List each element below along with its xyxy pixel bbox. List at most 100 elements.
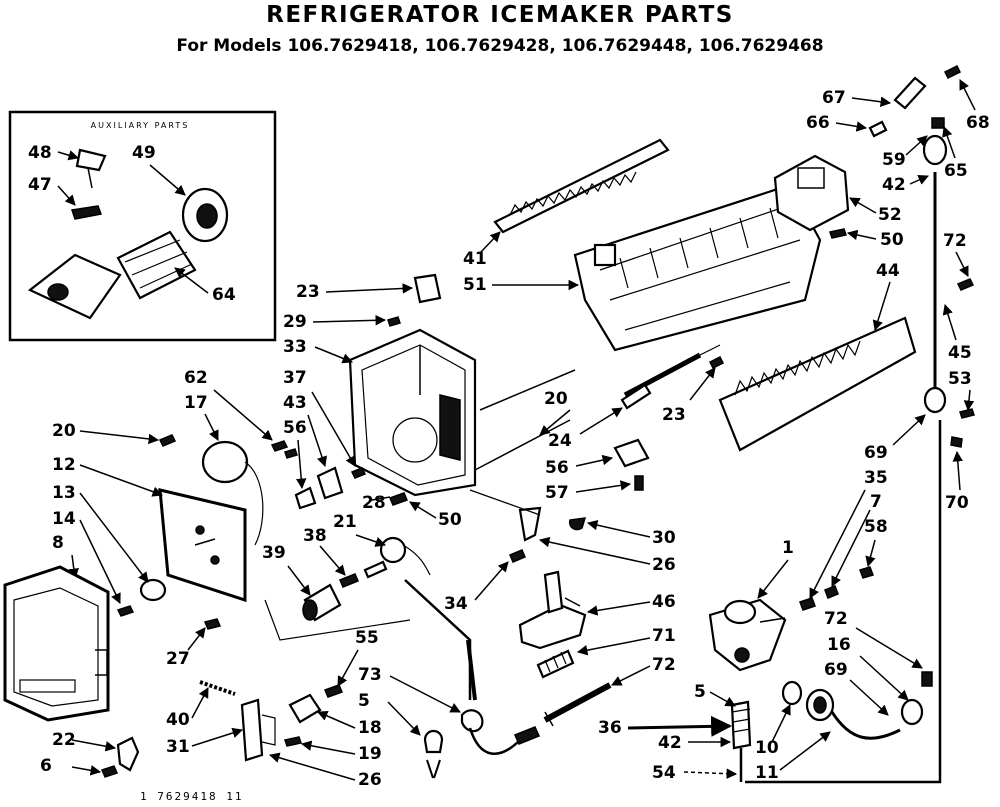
screw-icon [859, 566, 874, 579]
screw-icon [388, 492, 409, 506]
harness-connector-icon [379, 536, 431, 576]
callout-18: 40 [166, 710, 190, 730]
tube-clamp-icon [923, 386, 947, 414]
callout-11: 11 [755, 763, 779, 783]
heater-shield-icon [718, 316, 917, 452]
mounting-plate-icon [158, 488, 247, 603]
icemaker-mold-icon [573, 183, 822, 352]
screw-icon [950, 436, 963, 448]
page-subtitle: For Models 106.7629418, 106.7629428, 106… [176, 36, 824, 56]
callout-73: 6 [40, 756, 52, 776]
screw-icon [100, 765, 119, 778]
callout-31: 18 [358, 718, 382, 738]
screw-icon [921, 671, 933, 687]
harness-plug-icon [423, 729, 444, 779]
screw-icon [829, 228, 847, 239]
switch-icon [288, 693, 322, 724]
callout-33: 33 [283, 337, 307, 357]
callout-21: 39 [262, 543, 286, 563]
callout-58: 58 [864, 517, 888, 537]
auxiliary-box-border [8, 110, 277, 342]
callout-62: 62 [184, 368, 208, 388]
callout-68: 68 [966, 113, 990, 133]
callout-65: 65 [944, 161, 968, 181]
callout-44: 44 [876, 261, 900, 281]
callout-40: 5 [358, 691, 370, 711]
callout-6: 22 [52, 730, 76, 750]
callout-20: 56 [283, 418, 307, 438]
mold-end-housing-icon [773, 154, 850, 232]
screw-icon [387, 316, 401, 327]
callout-34: 34 [444, 594, 468, 614]
thermostat-icon [620, 383, 652, 410]
screw-icon [956, 278, 975, 291]
thermostat-icon [302, 583, 342, 622]
callout-51: 51 [463, 275, 487, 295]
callout-30: 28 [362, 493, 386, 513]
tube-clamp-icon [900, 698, 924, 726]
callout-72: 27 [166, 649, 190, 669]
callout-57: 20 [52, 421, 76, 441]
callout-48: 48 [28, 143, 52, 163]
callout-29: 29 [283, 312, 307, 332]
callout-26: 50 [438, 510, 462, 530]
clip-icon [568, 517, 587, 531]
screw-icon [350, 467, 367, 479]
callout-27: 55 [355, 628, 379, 648]
callout-54: 54 [652, 763, 676, 783]
screw-icon [634, 475, 644, 491]
callout-72: 72 [824, 609, 848, 629]
callout-69: 69 [864, 443, 888, 463]
screw-icon [323, 684, 344, 698]
callout-37: 20 [544, 389, 568, 409]
callout-70: 70 [945, 493, 969, 513]
screw-icon [959, 408, 975, 419]
nut-icon [799, 597, 816, 611]
control-housing-icon [348, 328, 477, 497]
callout-59: 59 [882, 150, 906, 170]
callout-16: 16 [827, 635, 851, 655]
switch-bracket-icon [199, 680, 276, 762]
callout-22: 26 [358, 770, 382, 790]
compression-fitting-icon [730, 700, 752, 782]
fill-tube-fitting-icon [868, 64, 962, 166]
callout-14: 14 [52, 509, 76, 529]
callout-12: 12 [52, 455, 76, 475]
fill-tube-icon [543, 682, 612, 727]
tubing-icon [745, 420, 942, 784]
screw-icon [116, 605, 135, 617]
motor-bracket-icon [518, 570, 587, 650]
screw-icon [509, 549, 526, 563]
callout-8: 8 [52, 533, 64, 553]
callout-35: 35 [864, 468, 888, 488]
callout-24: 37 [283, 368, 307, 388]
callout-41: 41 [463, 249, 487, 269]
motor-icon [201, 440, 264, 546]
callout-42: 42 [658, 733, 682, 753]
wire-harness-icon [460, 709, 541, 755]
callout-36: 36 [598, 718, 622, 738]
callout-10: 10 [755, 738, 779, 758]
callout-23: 43 [283, 393, 307, 413]
callout-55: 73 [358, 665, 382, 685]
callout-67: 67 [822, 88, 846, 108]
callout-56: 23 [662, 405, 686, 425]
lever-icon [518, 506, 542, 542]
callout-47: 47 [28, 175, 52, 195]
end-cap-icon [181, 187, 229, 243]
auxiliary-box-label: AUXILIARY PARTS [91, 121, 190, 130]
callout-46: 46 [652, 592, 676, 612]
screw-icon [824, 585, 839, 599]
screw-icon [203, 618, 222, 630]
ejector-comb-icon [493, 138, 670, 234]
screw-icon [284, 736, 302, 747]
callout-71: 45 [948, 343, 972, 363]
clip-icon [613, 438, 650, 468]
screw-icon [71, 205, 103, 220]
switch-icon [413, 273, 442, 304]
callout-19: 31 [166, 737, 190, 757]
callout-52: 52 [878, 205, 902, 225]
callout-72: 53 [948, 369, 972, 389]
callout-38: 26 [652, 555, 676, 575]
